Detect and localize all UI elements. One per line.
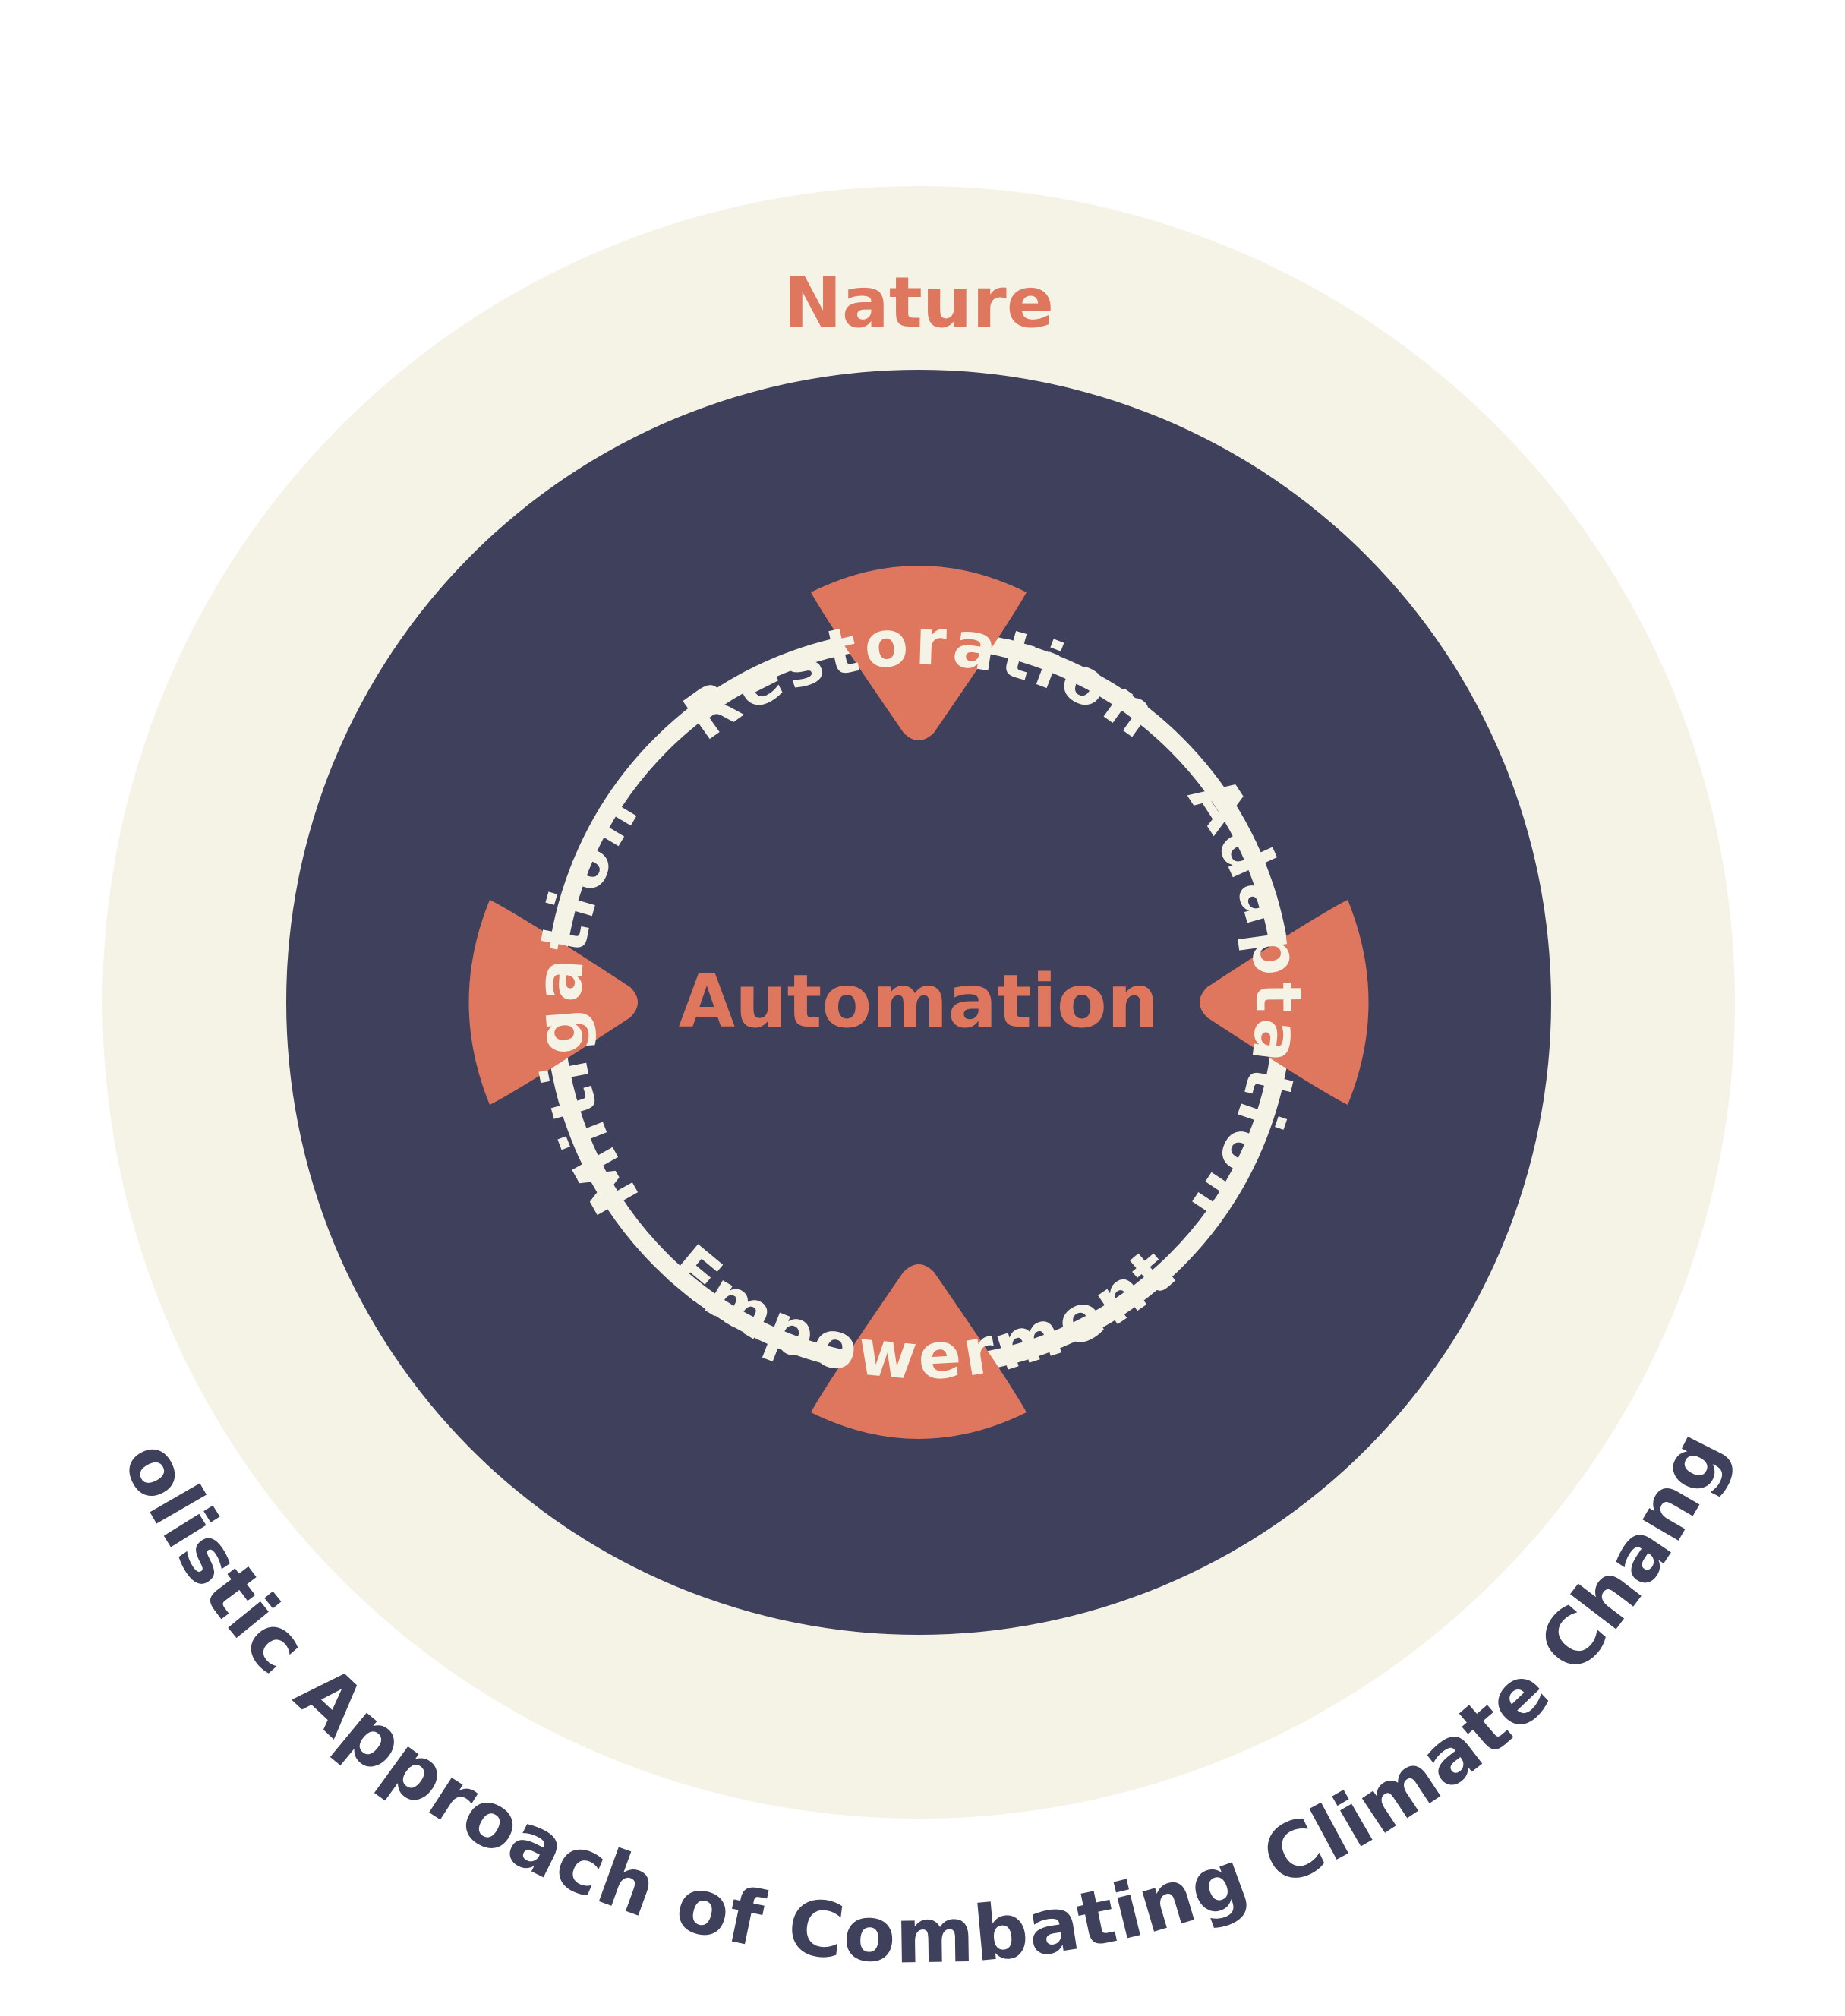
arrow-left-wedge (468, 900, 638, 1105)
outer-label-nature: Nature (784, 262, 1054, 343)
center-label-automation: Automation (679, 959, 1159, 1044)
arrow-top-wedge (811, 566, 1027, 740)
arrow-bottom-wedge (811, 1264, 1027, 1439)
inner-disc (286, 370, 1551, 1635)
arrow-right-wedge (1200, 900, 1369, 1105)
